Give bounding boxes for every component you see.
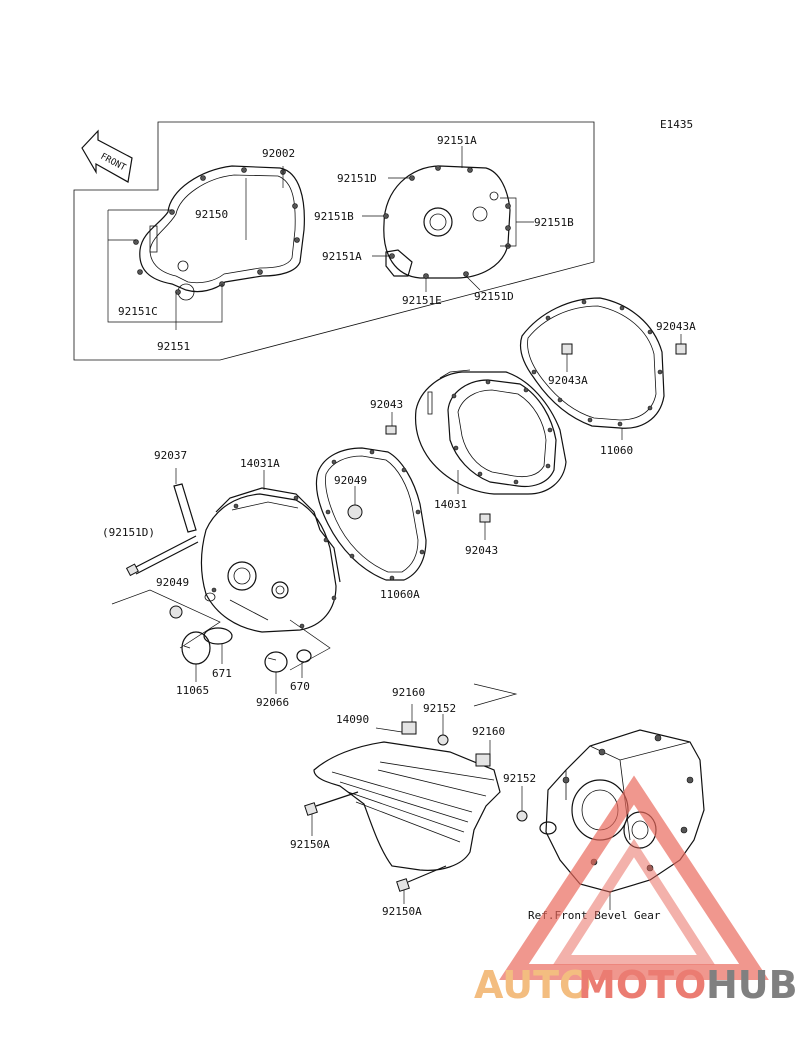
stud-92037: [173, 483, 197, 533]
label-92151D-paren: (92151D): [102, 526, 155, 539]
label-14090: 14090: [336, 713, 369, 726]
watermark-triangle-logo-icon: [499, 775, 769, 980]
inset-frame: [73, 121, 595, 361]
label-92152-mid: 92152: [503, 772, 536, 785]
label-92151: 92151: [157, 340, 190, 353]
diagram-code: E1435: [660, 118, 693, 131]
label-92150: 92150: [195, 208, 228, 221]
seal-92049-left: [169, 605, 183, 619]
label-92160-mid: 92160: [472, 725, 505, 738]
label-92150A-left: 92150A: [290, 838, 330, 851]
clutch-cover-gasket-left: [133, 165, 305, 301]
automotohub-watermark: AUTO MOTO HUB: [474, 775, 798, 1007]
collar-92152-mid: [516, 810, 528, 822]
label-92151D-bottom: 92151D: [474, 290, 514, 303]
label-92151E: 92151E: [402, 294, 442, 307]
label-92043-top: 92043: [370, 398, 403, 411]
label-92043A-top: 92043A: [656, 320, 696, 333]
label-92043A-mid: 92043A: [548, 374, 588, 387]
label-14031A: 14031A: [240, 457, 280, 470]
label-11060: 11060: [600, 444, 633, 457]
cap-11065: [181, 631, 211, 665]
label-92151A-mid: 92151A: [322, 250, 362, 263]
clutch-cover-inset-right: [383, 165, 511, 279]
o-ring-inner: [204, 592, 216, 602]
label-14031: 14031: [434, 498, 467, 511]
label-92037: 92037: [154, 449, 187, 462]
label-671: 671: [212, 667, 232, 680]
label-92066: 92066: [256, 696, 289, 709]
label-92151D-top: 92151D: [337, 172, 377, 185]
seal-92049-gasket: [347, 504, 363, 520]
o-ring-670: [296, 649, 312, 663]
label-11065: 11065: [176, 684, 209, 697]
dowel-92043A: [561, 343, 687, 355]
dowel-92043-top: [385, 425, 397, 435]
label-92151B-right: 92151B: [534, 216, 574, 229]
label-92160-top: 92160: [392, 686, 425, 699]
bolt-92150A-left: [304, 791, 359, 816]
label-92151A-top: 92151A: [437, 134, 477, 147]
plug-92066: [264, 651, 288, 673]
part-labels: 92002 92150 92151C 92151 92151A 92151D 9…: [102, 134, 696, 922]
bolt-92150A-bottom: [396, 865, 447, 892]
label-92151B-left: 92151B: [314, 210, 354, 223]
label-92150A-bottom: 92150A: [382, 905, 422, 918]
outer-cover-14031: [414, 369, 567, 495]
collar-92152-top: [437, 734, 449, 746]
guard-14090: [313, 741, 501, 871]
watermark-part1: AUTO: [474, 963, 591, 1007]
bolt-92151D: [125, 535, 199, 577]
label-92049-left: 92049: [156, 576, 189, 589]
label-92152-top: 92152: [423, 702, 456, 715]
watermark-part2: MOTO: [578, 963, 706, 1007]
label-670: 670: [290, 680, 310, 693]
label-92002: 92002: [262, 147, 295, 160]
watermark-part3: HUB: [706, 963, 798, 1007]
dowel-92043-bottom: [479, 513, 491, 523]
clip-92160-top: [401, 721, 417, 735]
front-arrow-icon: FRONT: [81, 129, 133, 183]
label-11060A: 11060A: [380, 588, 420, 601]
label-92049-gasket: 92049: [334, 474, 367, 487]
o-ring-671: [203, 627, 233, 645]
clip-92160-mid: [475, 753, 491, 767]
label-92043-bottom: 92043: [465, 544, 498, 557]
label-92151C: 92151C: [118, 305, 158, 318]
gasket-11060: [519, 297, 665, 429]
gasket-11060A: [315, 447, 427, 581]
clutch-cover-14031A: [200, 487, 341, 633]
